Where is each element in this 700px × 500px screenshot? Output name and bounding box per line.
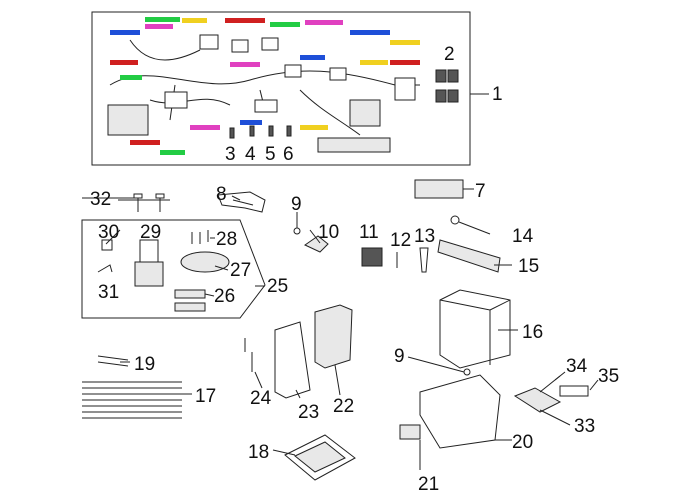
wire-color-tag [390, 40, 420, 45]
leader-lines [82, 197, 599, 470]
callout-34: 34 [566, 356, 588, 377]
callout-29: 29 [140, 222, 161, 243]
fuse-set [229, 125, 292, 139]
wire-color-tag [130, 140, 160, 145]
callout-1: 1 [492, 84, 503, 105]
battery-shape [439, 289, 511, 369]
battery-box-shapes [399, 368, 501, 449]
callout-18: 18 [248, 442, 269, 463]
wire-color-tag [190, 125, 220, 130]
harness-connector-block [349, 99, 381, 127]
part-11-13-shapes [361, 247, 429, 273]
callout-12: 12 [390, 230, 411, 251]
tray-shape [284, 434, 356, 481]
callout-14: 14 [512, 226, 534, 247]
wire-color-tag [300, 55, 325, 60]
callout-5: 5 [265, 144, 276, 165]
callout-35: 35 [598, 366, 619, 387]
wire-color-tag [230, 62, 260, 67]
wire-color-tags [110, 17, 420, 155]
callout-17: 17 [195, 386, 216, 407]
part-33-35-shapes [513, 375, 589, 413]
wiring-harness-group [91, 11, 489, 166]
wire-color-tag [110, 60, 138, 65]
callout-4: 4 [245, 144, 256, 165]
callout-9a: 9 [291, 194, 302, 215]
callout-9b: 9 [394, 346, 405, 367]
callout-31: 31 [98, 282, 119, 303]
callout-25: 25 [267, 276, 288, 297]
callout-30: 30 [98, 222, 119, 243]
callout-28: 28 [216, 229, 237, 250]
callout-3: 3 [225, 144, 236, 165]
relay-set [435, 69, 459, 103]
regulator-shapes [244, 304, 353, 399]
callout-10: 10 [318, 222, 339, 243]
callout-20: 20 [512, 432, 533, 453]
callout-7: 7 [475, 181, 486, 202]
callout-26: 26 [214, 286, 235, 307]
callout-8: 8 [216, 184, 227, 205]
harness-frame [91, 11, 471, 166]
harness-connector-large [107, 104, 149, 136]
wire-color-tag [120, 75, 142, 80]
wire-color-tag [145, 24, 173, 29]
wire-color-tag [110, 30, 140, 35]
part-14-15-shapes [437, 215, 501, 273]
wire-color-tag [240, 120, 262, 125]
harness-trunk [109, 70, 420, 86]
part-9-10-shapes [293, 212, 329, 253]
callout-21: 21 [418, 474, 439, 495]
wire-color-tag [182, 18, 207, 23]
callout-13: 13 [414, 226, 435, 247]
wire-color-tag [350, 30, 390, 35]
callout-15: 15 [518, 256, 539, 277]
callout-22: 22 [333, 396, 354, 417]
wire-color-tag [390, 60, 420, 65]
callout-23: 23 [298, 402, 319, 423]
wire-color-tag [305, 20, 343, 25]
callout-11: 11 [359, 222, 379, 243]
callout-2: 2 [444, 44, 455, 65]
part-7-shape [414, 179, 474, 199]
part-32-shape [118, 193, 170, 212]
callout-6: 6 [283, 144, 294, 165]
wire-color-tag [225, 18, 265, 23]
wire-color-tag [160, 150, 185, 155]
callout-32: 32 [90, 189, 111, 210]
wire-color-tag [360, 60, 388, 65]
wire-color-tag [270, 22, 300, 27]
wire-color-tag [300, 125, 328, 130]
callout-24: 24 [250, 388, 272, 409]
callout-19: 19 [134, 354, 155, 375]
callout-27: 27 [230, 260, 251, 281]
cable-bundle [82, 381, 182, 419]
callout-labels: 1 2 3 4 5 6 7 8 9 10 11 12 13 14 15 16 9… [90, 44, 619, 495]
callout-33: 33 [574, 416, 595, 437]
callout-16: 16 [522, 322, 543, 343]
wire-color-tag [145, 17, 180, 22]
part-17-19-shapes [82, 355, 182, 419]
